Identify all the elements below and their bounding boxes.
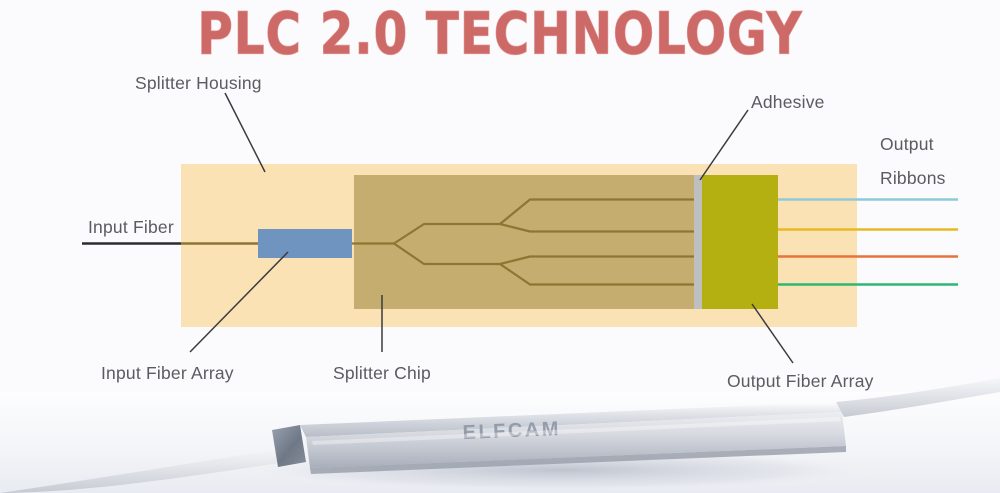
photo-module-end-cap [272,425,306,467]
label-splitter-housing: Splitter Housing [135,73,262,93]
photo-input-cable [0,447,298,493]
splitter-chip-body [354,175,694,309]
photo-output-cable [836,378,1000,417]
output-ribbon-lines [778,198,958,286]
photo-module-bottom-edge [310,446,846,474]
product-photo-group: ELFCAM [0,378,1000,493]
label-output-fiber-array: Output Fiber Array [727,371,874,391]
adhesive-strip [694,175,702,309]
photo-metal-highlight [312,417,841,445]
output-fiber-array-block [702,175,778,309]
leader-input-fiber-array [189,251,289,353]
label-input-fiber: Input Fiber [88,217,174,237]
page-title: PLC 2.0 TECHNOLOGY [197,0,802,68]
label-output-ribbons-line1: Output [880,134,934,154]
leader-adhesive [699,109,749,181]
photo-brand-engraving: ELFCAM [462,418,561,444]
label-splitter-chip: Splitter Chip [333,363,431,383]
leader-splitter-housing [224,92,266,173]
input-fiber-array-block [258,229,352,258]
label-adhesive: Adhesive [751,92,825,112]
label-output-ribbons-line2: Ribbons [880,168,946,188]
splitter-chip-waveguides [352,198,694,286]
leader-output-fiber-array [751,303,794,364]
photo-module-front-face [306,412,846,468]
label-input-fiber-array: Input Fiber Array [101,363,234,383]
photo-module-top-face [300,402,842,437]
